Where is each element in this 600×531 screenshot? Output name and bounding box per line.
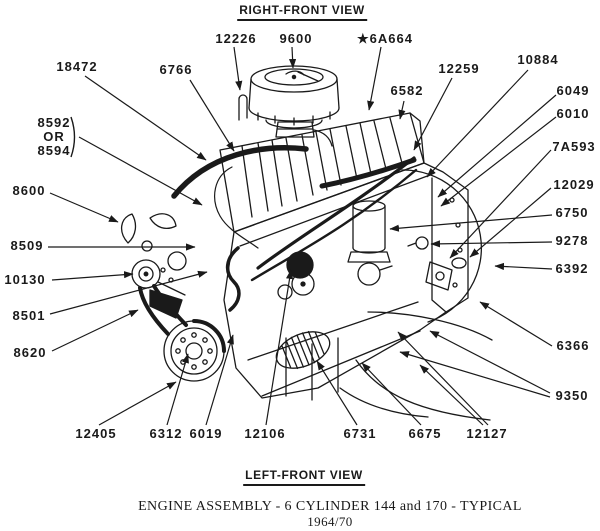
fuel-pump bbox=[425, 261, 453, 291]
view-title-left-front: LEFT-FRONT VIEW bbox=[243, 468, 365, 486]
leader-line bbox=[413, 77, 453, 151]
callout-9278: 9278 bbox=[555, 232, 589, 248]
callout-8501: 8501 bbox=[12, 307, 46, 323]
callout-8509: 8509 bbox=[10, 237, 44, 253]
leader-line bbox=[399, 351, 551, 398]
callout--6A664: ★6A664 bbox=[357, 30, 413, 46]
leader-line bbox=[361, 362, 422, 426]
leader-line bbox=[205, 334, 234, 426]
caption-line-1: ENGINE ASSEMBLY - 6 CYLINDER 144 and 170… bbox=[138, 499, 522, 514]
callout-6366: 6366 bbox=[556, 337, 590, 353]
callout-12259: 12259 bbox=[438, 60, 480, 76]
fan bbox=[121, 213, 187, 283]
leader-line bbox=[367, 46, 382, 111]
callout-6675: 6675 bbox=[408, 425, 442, 441]
callout-9600: 9600 bbox=[279, 30, 313, 46]
callout-6582: 6582 bbox=[390, 82, 424, 98]
bell-housing bbox=[401, 169, 482, 323]
callout-10884: 10884 bbox=[517, 51, 559, 67]
leader-line bbox=[265, 269, 294, 426]
exhaust-manifold bbox=[225, 246, 241, 312]
leader-line bbox=[449, 149, 552, 259]
caption: ENGINE ASSEMBLY - 6 CYLINDER 144 and 170… bbox=[130, 499, 530, 529]
callout-12127: 12127 bbox=[466, 425, 508, 441]
leader-line bbox=[479, 301, 553, 347]
callout-18472: 18472 bbox=[56, 58, 98, 74]
leader-line bbox=[49, 192, 119, 223]
leader-line bbox=[316, 360, 358, 426]
callout-6019: 6019 bbox=[189, 425, 223, 441]
leader-line bbox=[84, 75, 207, 161]
leader-line bbox=[98, 381, 177, 426]
spark-plug-wires bbox=[250, 156, 418, 282]
leader-line bbox=[189, 79, 235, 152]
distributor bbox=[277, 251, 315, 300]
callout-6312: 6312 bbox=[149, 425, 183, 441]
callout-12226: 12226 bbox=[215, 30, 257, 46]
callout-8600: 8600 bbox=[12, 182, 46, 198]
oil-pressure-sender bbox=[407, 236, 429, 250]
callout-6392: 6392 bbox=[555, 260, 589, 276]
leader-line bbox=[166, 353, 189, 426]
callout-6766: 6766 bbox=[159, 61, 193, 77]
crank-pulley bbox=[163, 319, 226, 382]
oil-filter bbox=[347, 200, 393, 286]
callout-12405: 12405 bbox=[75, 425, 117, 441]
leader-line bbox=[426, 69, 529, 178]
leader-line bbox=[49, 270, 208, 315]
callout-8620: 8620 bbox=[13, 344, 47, 360]
view-title-right-front: RIGHT-FRONT VIEW bbox=[237, 3, 367, 21]
leader-line bbox=[494, 262, 553, 271]
leader-line bbox=[233, 46, 243, 91]
callout-12106: 12106 bbox=[244, 425, 286, 441]
callout-8592-OR-8594: 8592 OR 8594 bbox=[37, 114, 71, 159]
or-group-bracket bbox=[70, 116, 76, 158]
leader-line bbox=[419, 364, 484, 426]
callout-7A593: 7A593 bbox=[552, 138, 596, 154]
leader-lines bbox=[48, 46, 557, 426]
callout-6731: 6731 bbox=[343, 425, 377, 441]
leader-line bbox=[51, 309, 139, 352]
belt-and-generator bbox=[131, 259, 188, 336]
callout-9350: 9350 bbox=[555, 387, 589, 403]
leader-line bbox=[398, 100, 406, 120]
leader-line bbox=[389, 214, 553, 232]
leader-line bbox=[469, 187, 552, 258]
callout-10130: 10130 bbox=[4, 271, 46, 287]
starter bbox=[275, 330, 331, 370]
leader-line bbox=[78, 136, 203, 206]
air-cleaner bbox=[248, 65, 340, 129]
callout-6750: 6750 bbox=[555, 204, 589, 220]
leader-line bbox=[288, 46, 297, 69]
heater-hose bbox=[171, 145, 309, 249]
bracket-rod bbox=[238, 94, 248, 121]
callout-6049: 6049 bbox=[556, 82, 590, 98]
leader-line bbox=[430, 240, 553, 248]
callout-6010: 6010 bbox=[556, 105, 590, 121]
leader-line bbox=[429, 330, 551, 394]
leader-line bbox=[437, 94, 557, 198]
callout-12029: 12029 bbox=[553, 176, 595, 192]
caption-line-2: 1964/70 bbox=[307, 513, 353, 529]
leader-line bbox=[397, 331, 489, 426]
leader-line bbox=[51, 271, 134, 281]
leader-line bbox=[440, 116, 557, 207]
